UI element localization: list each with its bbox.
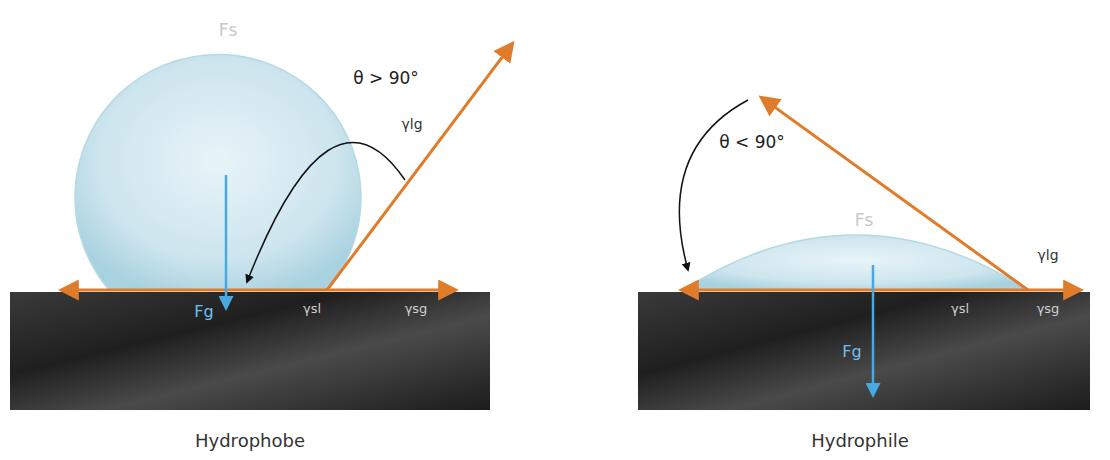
tangent-arrow — [762, 98, 1028, 290]
tension-label: γlg — [1037, 248, 1058, 263]
surface-tension-line — [62, 289, 455, 292]
substrate — [10, 292, 490, 410]
angle-label: θ > 90° — [353, 69, 419, 88]
force-label: Fg — [194, 303, 213, 321]
substrate — [638, 292, 1090, 410]
gravity-arrow — [872, 265, 875, 395]
droplet — [75, 54, 361, 290]
angle-arc — [679, 100, 748, 270]
tension-label: γlg — [401, 117, 422, 132]
angle-arc — [247, 142, 405, 282]
tension-label: γsg — [1037, 302, 1060, 316]
surface-tension-line — [682, 289, 1080, 292]
droplet — [683, 235, 1028, 290]
force-label: Fs — [855, 211, 874, 230]
force-label: Fg — [842, 343, 861, 361]
tension-label: γsg — [405, 302, 428, 316]
gravity-arrow — [225, 175, 228, 308]
tangent-arrow — [327, 44, 512, 290]
panel-caption: Hydrophile — [811, 431, 909, 451]
tension-label: γsl — [951, 302, 969, 316]
panel-caption: Hydrophobe — [195, 431, 305, 451]
angle-label: θ < 90° — [719, 133, 785, 152]
force-label: Fs — [219, 21, 238, 40]
tension-label: γsl — [303, 302, 321, 316]
